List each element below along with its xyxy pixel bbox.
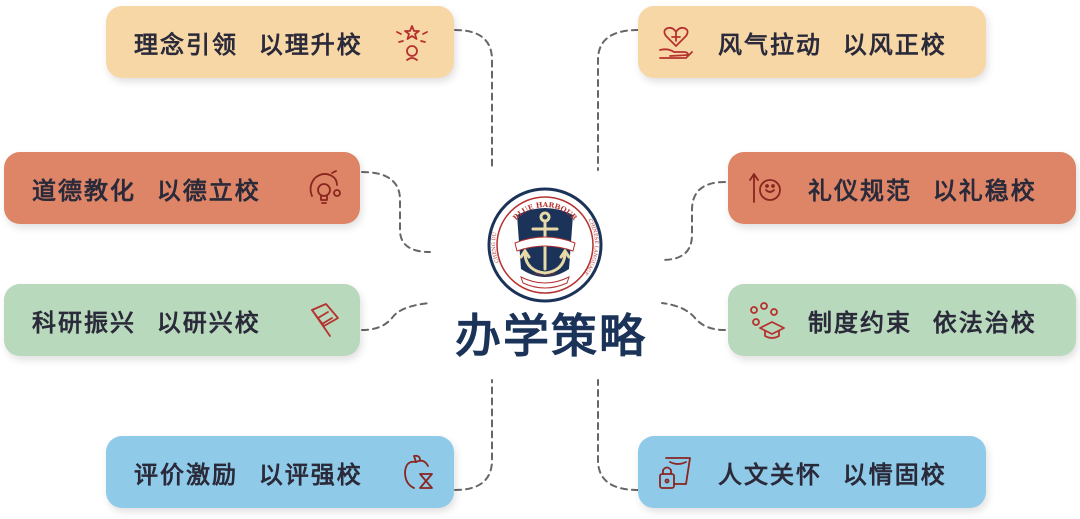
- strategy-item-morality: 道德教化 以德立校: [4, 152, 360, 224]
- strategy-item-research: 科研振兴 以研兴校: [4, 284, 360, 356]
- strategy-item-etiquette: 礼仪规范 以礼稳校: [728, 152, 1076, 224]
- strategy-label: 道德教化 以德立校: [32, 176, 261, 205]
- svg-text:CHENG DU: CHENG DU: [491, 232, 501, 264]
- strategy-label: 评价激励 以评强校: [134, 460, 363, 489]
- flag-icon: [304, 300, 344, 340]
- strategy-item-evaluation: 评价激励 以评强校: [106, 436, 454, 508]
- strategy-item-regulation: 制度约束 依法治校: [728, 284, 1076, 356]
- strategy-label: 礼仪规范 以礼稳校: [808, 176, 1037, 205]
- heart-hand-icon: [656, 22, 696, 62]
- strategy-label: 科研振兴 以研兴校: [32, 308, 261, 337]
- apple-hourglass-icon: [398, 452, 438, 492]
- lock-bucket-icon: [656, 452, 696, 492]
- manners-icon: [746, 168, 786, 208]
- strategy-label: 风气拉动 以风正校: [718, 30, 947, 59]
- center-title: 办学策略: [455, 309, 647, 363]
- graduation-cap-icon: [746, 300, 786, 340]
- lightbulb-head-icon: [304, 168, 344, 208]
- strategy-item-ethos: 风气拉动 以风正校: [638, 6, 986, 78]
- strategy-item-concept: 理念引领 以理升校: [106, 6, 454, 78]
- emblem-arc-left: CHENG DU: [491, 232, 501, 264]
- school-emblem: BLUE HARBOUR SCHOOL CHENG DU CHINESE LAN…: [487, 187, 603, 303]
- idea-person-icon: [392, 22, 432, 62]
- strategy-label: 制度约束 依法治校: [808, 308, 1037, 337]
- strategy-item-care: 人文关怀 以情固校: [638, 436, 986, 508]
- strategy-label: 理念引领 以理升校: [134, 30, 363, 59]
- strategy-label: 人文关怀 以情固校: [718, 460, 947, 489]
